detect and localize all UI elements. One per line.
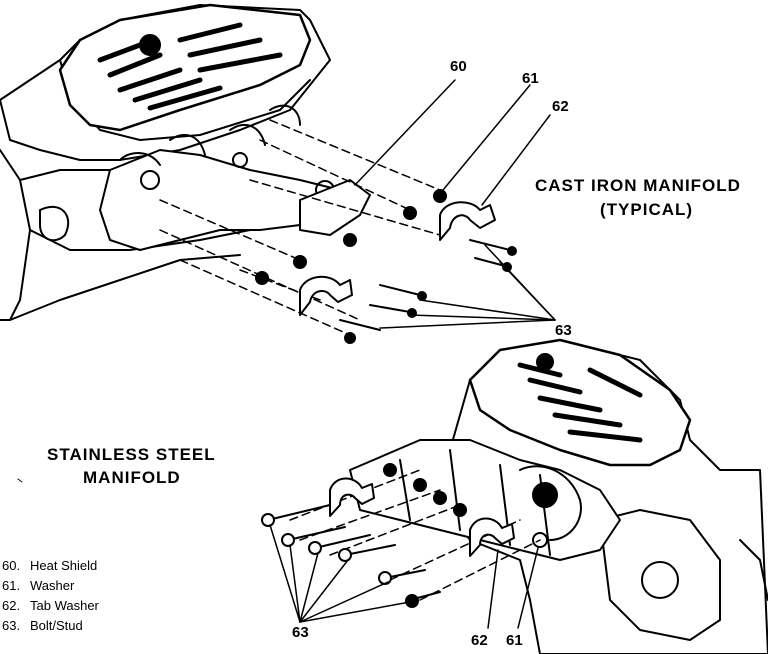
heat-shield-upper bbox=[299, 179, 371, 236]
callout-63-lower: 63 bbox=[292, 624, 309, 641]
callout-62-upper: 62 bbox=[552, 98, 569, 115]
legend-label: Heat Shield bbox=[30, 558, 98, 573]
callout-61-upper: 61 bbox=[522, 70, 539, 87]
legend-number: 63. bbox=[2, 618, 21, 633]
callout-62-lower: 62 bbox=[471, 632, 488, 649]
lower-washer-61 bbox=[383, 463, 548, 548]
parts-legend: 60. Heat Shield 61. Washer 62. Tab Washer 6… bbox=[2, 556, 99, 636]
upper-valve-cover bbox=[58, 3, 312, 132]
legend-item: 62. Tab Washer bbox=[2, 596, 99, 616]
upper-tab-washer-62 bbox=[299, 201, 496, 316]
cast-iron-title-line1: CAST IRON MANIFOLD bbox=[535, 176, 741, 195]
lower-tab-washer-62 bbox=[329, 477, 515, 557]
callout-61-lower: 61 bbox=[506, 632, 523, 649]
legend-item: 60. Heat Shield bbox=[2, 556, 99, 576]
stainless-title-line1: STAINLESS STEEL bbox=[47, 445, 216, 464]
lower-valve-cover bbox=[468, 338, 692, 467]
legend-number: 61. bbox=[2, 578, 21, 593]
stainless-title-line2: MANIFOLD bbox=[83, 468, 181, 487]
legend-number: 62. bbox=[2, 598, 21, 613]
upper-washer-61 bbox=[255, 189, 447, 285]
upper-bolts-63 bbox=[339, 239, 517, 344]
legend-number: 60. bbox=[2, 558, 21, 573]
lower-bolts-63 bbox=[261, 504, 441, 608]
callout-63-upper: 63 bbox=[555, 322, 572, 339]
legend-label: Tab Washer bbox=[30, 598, 99, 613]
upper-leader-lines bbox=[354, 79, 556, 329]
cast-iron-title-line2: (TYPICAL) bbox=[600, 200, 694, 219]
legend-item: 63. Bolt/Stud bbox=[2, 616, 99, 636]
callout-60: 60 bbox=[450, 58, 467, 75]
lower-leader-lines bbox=[269, 524, 539, 629]
legend-label: Bolt/Stud bbox=[30, 618, 83, 633]
legend-label: Washer bbox=[30, 578, 75, 593]
lower-stainless-manifold bbox=[349, 439, 621, 561]
legend-item: 61. Washer bbox=[2, 576, 99, 596]
